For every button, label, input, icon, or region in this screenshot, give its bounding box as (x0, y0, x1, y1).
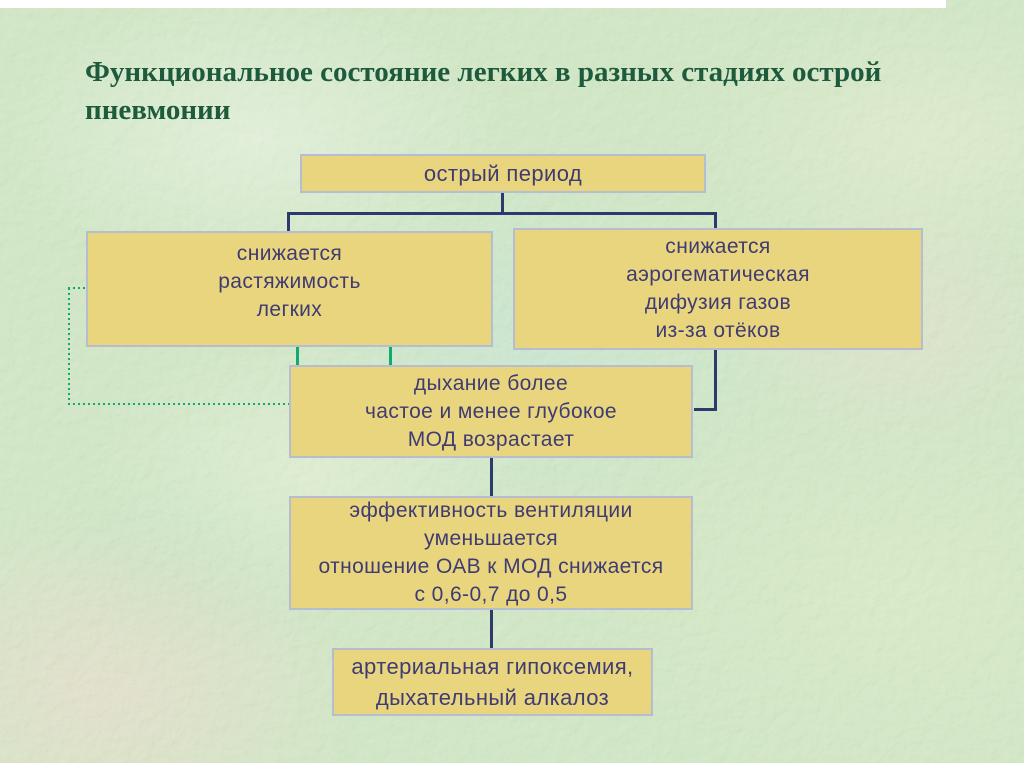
node-line: уменьшается (423, 527, 559, 550)
node-line: из-за отёков (655, 319, 781, 342)
node-line: частое и менее глубокое (364, 399, 618, 423)
connector-drop-to-diffusion (714, 212, 717, 229)
slide-title-line1: Функциональное состояние легких в разных… (85, 56, 882, 88)
connector-compliance-to-breathing-2 (389, 346, 392, 366)
node-line: дыхание более (413, 371, 569, 395)
node-line: острый период (423, 160, 583, 186)
node-ventilation-efficiency: эффективность вентиляции уменьшается отн… (289, 496, 693, 610)
dotted-connector-bottom (68, 403, 290, 405)
node-line: эффективность вентиляции (349, 499, 633, 522)
connector-breathing-to-ventilation (490, 457, 493, 497)
node-gas-diffusion: снижается аэрогематическая дифузия газов… (513, 228, 923, 350)
node-line: снижается (665, 235, 771, 258)
dotted-connector-left (68, 287, 70, 405)
connector-compliance-to-breathing-1 (296, 346, 299, 366)
node-line: дыхательный алкалоз (375, 685, 610, 710)
node-lung-compliance: снижается растяжимость легких (86, 231, 493, 347)
node-line: дифузия газов (644, 291, 792, 314)
connector-acute-stem (501, 193, 504, 213)
top-white-margin (0, 0, 946, 8)
connector-diffusion-elbow (694, 408, 717, 411)
node-line: отношение ОАВ к МОД снижается (318, 555, 664, 578)
bottom-white-margin (0, 763, 1024, 767)
node-line: аэрогематическая (626, 263, 810, 286)
slide-title-line2: пневмонии (85, 94, 231, 126)
dotted-connector-top (68, 287, 88, 289)
node-hypoxemia-alkalosis: артериальная гипоксемия, дыхательный алк… (332, 648, 653, 716)
connector-drop-to-compliance (287, 212, 290, 232)
slide-title: Функциональное состояние легких в разных… (85, 53, 935, 129)
node-line: с 0,6-0,7 до 0,5 (414, 583, 568, 606)
node-line: легких (256, 298, 323, 321)
connector-diffusion-down (714, 349, 717, 411)
connector-branch-bar (287, 212, 717, 215)
connector-ventilation-to-hypoxemia (490, 609, 493, 649)
node-line: растяжимость (218, 270, 361, 293)
node-line: артериальная гипоксемия, (351, 654, 634, 679)
node-line: МОД возрастает (407, 427, 575, 451)
node-acute-period: острый период (300, 154, 706, 193)
node-line: снижается (236, 242, 343, 265)
node-breathing-pattern: дыхание более частое и менее глубокое МО… (289, 365, 693, 458)
